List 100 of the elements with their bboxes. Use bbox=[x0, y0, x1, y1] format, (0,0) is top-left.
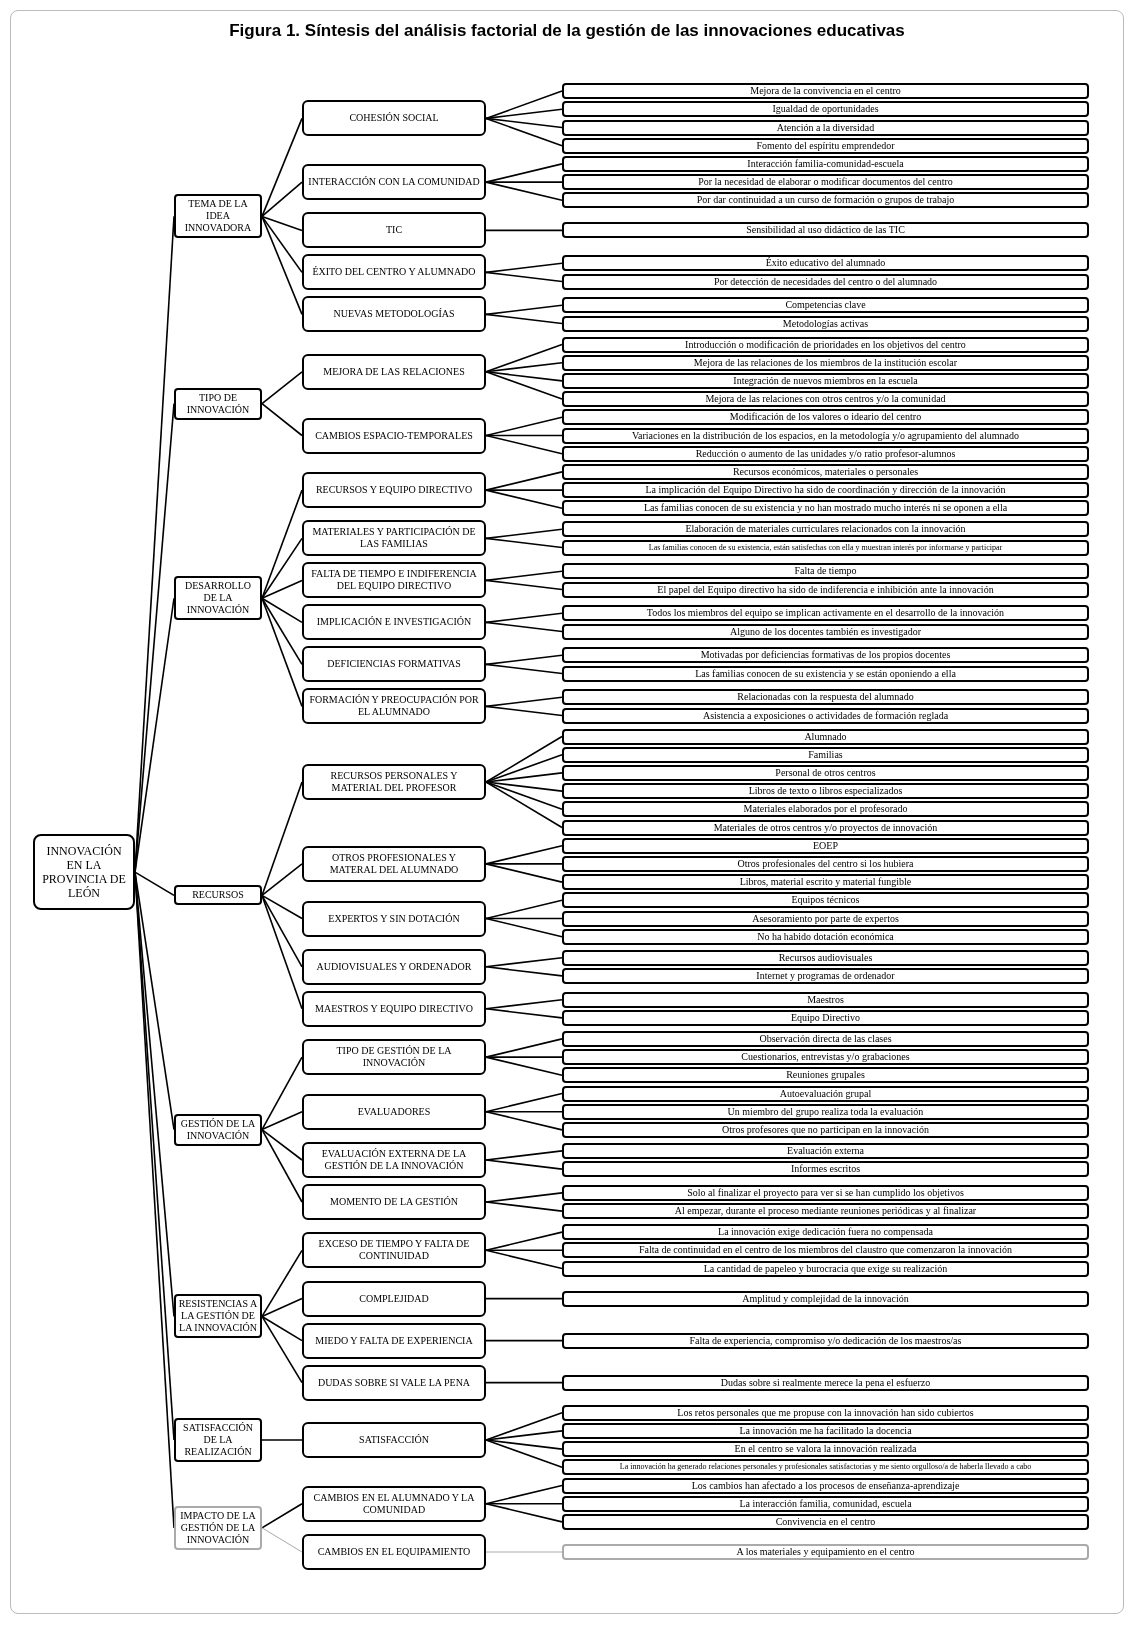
connector-line bbox=[485, 1231, 563, 1252]
connector-line bbox=[485, 612, 563, 624]
subcategory-box: OTROS PROFESIONALES Y MATERAL DEL ALUMNADO bbox=[302, 845, 486, 882]
subcategory-box: CAMBIOS EN EL EQUIPAMIENTO bbox=[302, 1534, 486, 1570]
connector-line bbox=[485, 528, 563, 540]
item-box: Libros de texto o libros especializados bbox=[562, 783, 1089, 800]
item-box: Falta de tiempo bbox=[562, 563, 1089, 580]
item-box: Libros, material escrito y material fungible bbox=[562, 874, 1089, 891]
item-box: Amplitud y complejidad de la innovación bbox=[562, 1290, 1089, 1307]
item-box: La interacción familia, comunidad, escuela bbox=[562, 1495, 1089, 1512]
item-box: Cuestionarios, entrevistas y/o grabaciones bbox=[562, 1049, 1089, 1066]
item-box: Un miembro del grupo realiza toda la evaluación bbox=[562, 1103, 1089, 1120]
connector-line bbox=[261, 1249, 303, 1318]
connector-line bbox=[485, 753, 563, 783]
subcategory-box: ÉXITO DEL CENTRO Y ALUMNADO bbox=[302, 254, 486, 291]
subcategory-box: CAMBIOS EN EL ALUMNADO Y LA COMUNIDAD bbox=[302, 1485, 486, 1522]
item-box: Personal de otros centros bbox=[562, 764, 1089, 781]
connector-line bbox=[261, 1128, 303, 1203]
connector-line bbox=[485, 90, 563, 120]
connector-line bbox=[485, 1381, 563, 1384]
item-box: Todos los miembros del equipo se implican activamente en el desarrollo de la innovación bbox=[562, 605, 1089, 622]
connector-line bbox=[261, 371, 303, 405]
connector-line bbox=[485, 229, 563, 232]
item-box: Familias bbox=[562, 746, 1089, 763]
connector-line bbox=[485, 1110, 563, 1131]
category-box: DESARROLLO DE LA INNOVACIÓN bbox=[174, 576, 262, 621]
item-box: Competencias clave bbox=[562, 297, 1089, 314]
connector-line bbox=[261, 863, 303, 897]
connector-line bbox=[485, 434, 563, 455]
connector-line bbox=[485, 844, 563, 865]
item-box: Los retos personales que me propuse con la innovación han sido cubiertos bbox=[562, 1404, 1089, 1421]
item-box: Integración de nuevos miembros en la escuela bbox=[562, 372, 1089, 389]
subcategory-box: EXCESO DE TIEMPO Y FALTA DE CONTINUIDAD bbox=[302, 1232, 486, 1269]
connector-line bbox=[134, 871, 175, 897]
category-box: SATISFACCIÓN DE LA REALIZACIÓN bbox=[174, 1418, 262, 1462]
connector-line bbox=[485, 899, 563, 920]
subcategory-box: TIC bbox=[302, 212, 486, 249]
item-box: Sensibilidad al uso didáctico de las TIC bbox=[562, 222, 1089, 239]
item-box: Dudas sobre si realmente merece la pena el esfuerzo bbox=[562, 1374, 1089, 1391]
connector-line bbox=[485, 579, 563, 591]
subcategory-box: EVALUADORES bbox=[302, 1093, 486, 1130]
subcategory-box: COHESIÓN SOCIAL bbox=[302, 100, 486, 137]
subcategory-box: FALTA DE TIEMPO E INDIFERENCIA DEL EQUIPO DIRECTIVO bbox=[302, 562, 486, 599]
subcategory-box: IMPLICACIÓN E INVESTIGACIÓN bbox=[302, 604, 486, 641]
category-box: IMPACTO DE LA GESTIÓN DE LA INNOVACIÓN bbox=[174, 1505, 262, 1550]
connector-line bbox=[485, 1411, 563, 1441]
connector-line bbox=[485, 1159, 563, 1170]
item-box: Informes escritos bbox=[562, 1161, 1089, 1178]
item-box: La innovación ha generado relaciones personales y profesionales satisfactorias y me siento orgulloso/a de haberla llevado a cabo bbox=[562, 1459, 1089, 1476]
subcategory-box: CAMBIOS ESPACIO-TEMPORALES bbox=[302, 417, 486, 454]
connector-line bbox=[261, 215, 303, 232]
item-box: Metodologías activas bbox=[562, 315, 1089, 332]
connector-line bbox=[485, 735, 563, 783]
connector-line bbox=[485, 1008, 563, 1019]
item-box: Atención a la diversidad bbox=[562, 119, 1089, 136]
connector-line bbox=[261, 1128, 303, 1161]
connector-line bbox=[485, 570, 563, 582]
item-box: Introducción o modificación de prioridades en los objetivos del centro bbox=[562, 336, 1089, 353]
connector-line bbox=[261, 597, 303, 624]
subcategory-box: COMPLEJIDAD bbox=[302, 1280, 486, 1317]
item-box: Materiales elaborados por el profesorado bbox=[562, 801, 1089, 818]
item-box: Otros profesores que no participan en la innovación bbox=[562, 1121, 1089, 1138]
item-box: En el centro se valora la innovación realizada bbox=[562, 1441, 1089, 1458]
item-box: Las familias conocen de su existencia y no han mostrado mucho interés ni se oponen a ella bbox=[562, 500, 1089, 517]
connector-line bbox=[261, 402, 303, 437]
subcategory-box: EVALUACIÓN EXTERNA DE LA GESTIÓN DE LA INNOVACIÓN bbox=[302, 1142, 486, 1178]
root-box: INNOVACIÓN EN LA PROVINCIA DE LEÓN bbox=[33, 834, 135, 911]
subcategory-box: MIEDO Y FALTA DE EXPERIENCIA bbox=[302, 1322, 486, 1359]
item-box: Por la necesidad de elaborar o modificar documentos del centro bbox=[562, 174, 1089, 191]
item-box: Mejora de la convivencia en el centro bbox=[562, 83, 1089, 100]
category-box: GESTIÓN DE LA INNOVACIÓN bbox=[174, 1113, 262, 1146]
item-box: Recursos audiovisuales bbox=[562, 949, 1089, 966]
item-box: Los cambios han afectado a los procesos de enseñanza-aprendizaje bbox=[562, 1477, 1089, 1494]
item-box: Las familias conocen de su existencia, están satisfechas con ella y muestran interés por informarse y participar bbox=[562, 539, 1089, 556]
connector-line bbox=[485, 262, 563, 274]
item-box: Equipo Directivo bbox=[562, 1009, 1089, 1026]
connector-line bbox=[485, 1339, 563, 1342]
subcategory-box: SATISFACCIÓN bbox=[302, 1422, 486, 1458]
connector-line bbox=[485, 1484, 563, 1505]
subcategory-box: NUEVAS METODOLOGÍAS bbox=[302, 296, 486, 333]
item-box: A los materiales y equipamiento en el centro bbox=[562, 1544, 1089, 1560]
connector-line bbox=[261, 1439, 303, 1441]
connector-line bbox=[485, 537, 563, 549]
item-box: Recursos económicos, materiales o personales bbox=[562, 463, 1089, 480]
item-box: La innovación exige dedicación fuera no compensada bbox=[562, 1224, 1089, 1241]
item-box: Por dar continuidad a un curso de formación o grupos de trabajo bbox=[562, 192, 1089, 209]
item-box: Mejora de las relaciones de los miembros de la institución escolar bbox=[562, 354, 1089, 371]
connector-line bbox=[485, 696, 563, 708]
connector-line bbox=[261, 781, 303, 897]
subcategory-box: DUDAS SOBRE SI VALE LA PENA bbox=[302, 1364, 486, 1401]
connector-line bbox=[485, 1502, 563, 1523]
item-box: Mejora de las relaciones con otros centros y/o la comunidad bbox=[562, 391, 1089, 408]
category-box: TEMA DE LA IDEA INNOVADORA bbox=[174, 194, 262, 239]
item-box: Alguno de los docentes también es investigador bbox=[562, 623, 1089, 640]
item-box: El papel del Equipo directivo ha sido de indiferencia e inhibición ante la innovación bbox=[562, 581, 1089, 598]
subcategory-box: RECURSOS PERSONALES Y MATERIAL DEL PROFESOR bbox=[302, 764, 486, 800]
subcategory-box: AUDIOVISUALES Y ORDENADOR bbox=[302, 948, 486, 985]
connector-line bbox=[261, 215, 303, 274]
connector-line bbox=[261, 1110, 303, 1131]
subcategory-box: MOMENTO DE LA GESTIÓN bbox=[302, 1184, 486, 1220]
